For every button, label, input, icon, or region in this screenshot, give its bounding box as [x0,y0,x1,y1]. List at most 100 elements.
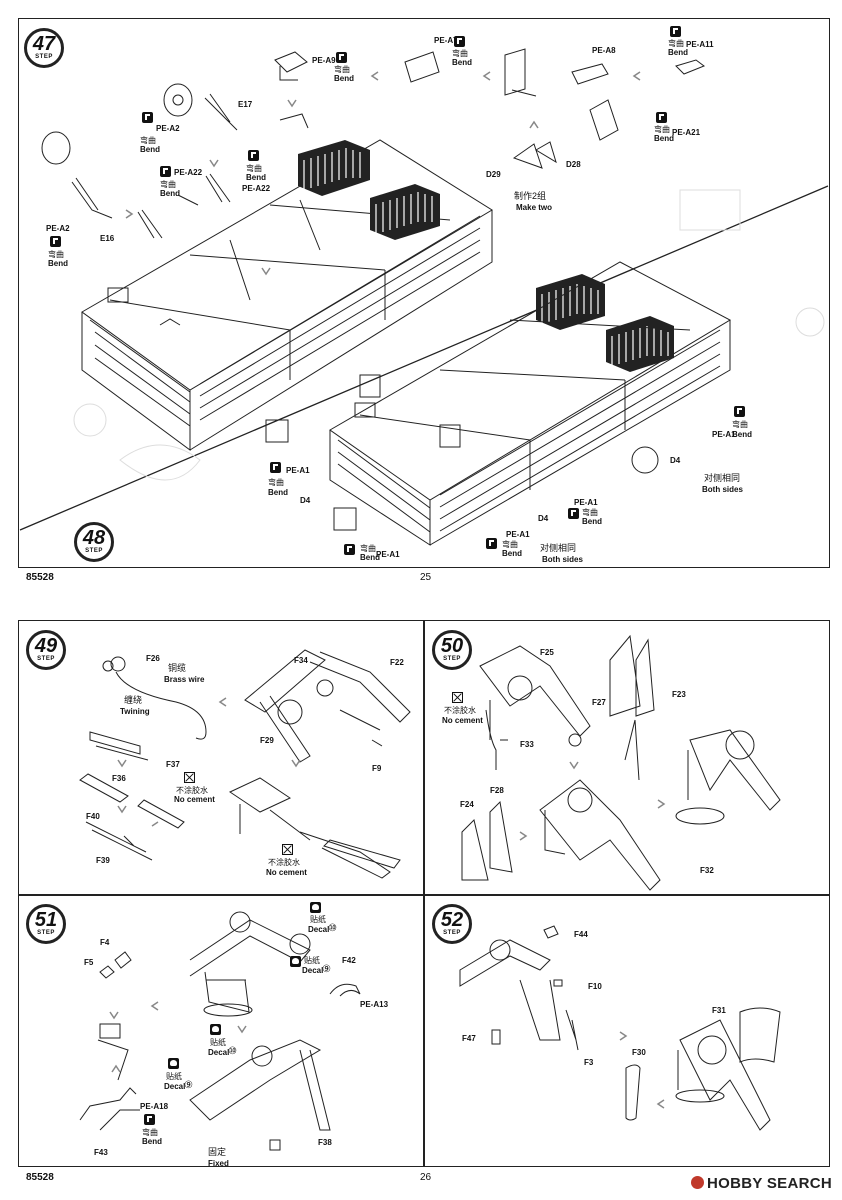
page-25-frame [18,18,830,568]
panel-step-51 [18,895,424,1167]
part-label: PE-A9 [312,56,336,65]
both-sides-en: Both sides [542,555,583,564]
part-label: F4 [100,938,110,947]
part-label: PE-A7 [434,36,458,45]
part-label: D28 [566,160,581,169]
page-25-drawing [19,48,829,546]
bend-icon [454,36,465,47]
part-label: F28 [490,786,504,795]
bend-label-en: Bend [668,48,688,57]
bend-label-cn: 弯曲 [140,136,156,145]
no-cement-icon [452,692,463,703]
bend-label-en: Bend [160,189,180,198]
no-cement-cn: 不涂胶水 [176,786,208,795]
bend-label-en: Bend [452,58,472,67]
bend-label-cn: 弯曲 [268,478,284,487]
no-cement-en: No cement [174,795,215,804]
part-label: F5 [84,958,94,967]
step-word: STEP [37,656,55,662]
bend-label-cn: 弯曲 [654,125,670,134]
page-number: 26 [420,1172,432,1183]
bend-label-cn: 弯曲 [142,1128,158,1137]
part-label: PE-A1 [506,530,530,539]
part-label: PE-A8 [592,46,616,55]
part-label: PE-A2 [156,124,180,133]
part-label: F47 [462,1034,476,1043]
bend-label-en: Bend [140,145,160,154]
wire-label-cn: 铜缆 [168,663,187,673]
bend-icon [670,26,681,37]
bend-icon [656,112,667,123]
fixed-label-cn: 固定 [208,1147,227,1157]
part-label: PE-A1 [574,498,598,507]
instruction-page-26: 49 STEP 50 STEP 51 STEP 52 STEP F26 铜缆 B… [0,600,842,1200]
step-48-badge: 48 STEP [74,522,114,562]
step-word: STEP [85,548,103,554]
both-sides-cn: 对侧相同 [704,473,741,483]
step-number: 51 [34,909,58,931]
part-label: F10 [588,982,602,991]
both-sides-en: Both sides [702,485,743,494]
decal-icon [310,902,321,913]
bend-label-cn: 弯曲 [334,65,350,74]
part-label: F39 [96,856,110,865]
part-label: F26 [146,654,160,663]
decal-label-en: Decal [208,1048,230,1057]
bend-icon [50,236,61,247]
part-label: F3 [584,1058,594,1067]
no-cement-en: No cement [266,868,307,877]
decal-icon [290,956,301,967]
part-label: D4 [300,496,311,505]
part-label: F31 [712,1006,726,1015]
page-number: 25 [420,572,432,583]
no-cement-en: No cement [442,716,483,725]
no-cement-cn: 不涂胶水 [268,858,300,867]
decal-number: ⑨ [184,1080,193,1091]
bend-label-cn: 弯曲 [48,250,64,259]
step-49-badge: 49 STEP [26,630,66,670]
decal-icon [210,1024,221,1035]
decal-number: ⑨ [322,964,331,975]
part-label: PE-A22 [174,168,203,177]
bend-label-en: Bend [246,173,266,182]
bend-label-cn: 弯曲 [360,544,376,553]
part-label: PE-A21 [672,128,701,137]
bend-label-cn: 弯曲 [502,540,518,549]
fixed-label-en: Fixed [208,1159,229,1168]
step-52-badge: 52 STEP [432,904,472,944]
part-label: PE-A18 [140,1102,169,1111]
bend-icon [486,538,497,549]
part-label: F32 [700,866,714,875]
part-label: D4 [538,514,549,523]
part-label: D4 [670,456,681,465]
step-number: 47 [32,33,56,55]
bend-label-cn: 弯曲 [246,164,262,173]
make-two-en: Make two [516,203,553,212]
twine-label-cn: 缠绕 [124,695,143,705]
page-26-drawing [79,634,781,1151]
bend-label-cn: 弯曲 [582,508,598,517]
no-cement-cn: 不涂胶水 [444,706,476,715]
bend-label-en: Bend [502,549,522,558]
decal-label-cn: 贴纸 [166,1072,182,1081]
part-label: F22 [390,658,404,667]
part-label: PE-A13 [360,1000,389,1009]
bend-label-en: Bend [48,259,68,268]
bend-label-en: Bend [654,134,674,143]
part-label: F36 [112,774,126,783]
part-label: PE-A2 [46,224,70,233]
part-label: F38 [318,1138,332,1147]
bend-icon [336,52,347,63]
step-number: 48 [82,527,106,549]
part-label: PE-A1 [286,466,310,475]
bend-icon [144,1114,155,1125]
bend-label-cn: 弯曲 [452,49,468,58]
step-number: 49 [34,635,58,657]
bend-label-cn: 弯曲 [732,420,748,429]
product-code: 85528 [26,572,54,583]
step-word: STEP [35,54,53,60]
part-label: F42 [342,956,356,965]
part-label: F44 [574,930,588,939]
bend-icon [248,150,259,161]
part-label: PE-A1 [712,430,736,439]
